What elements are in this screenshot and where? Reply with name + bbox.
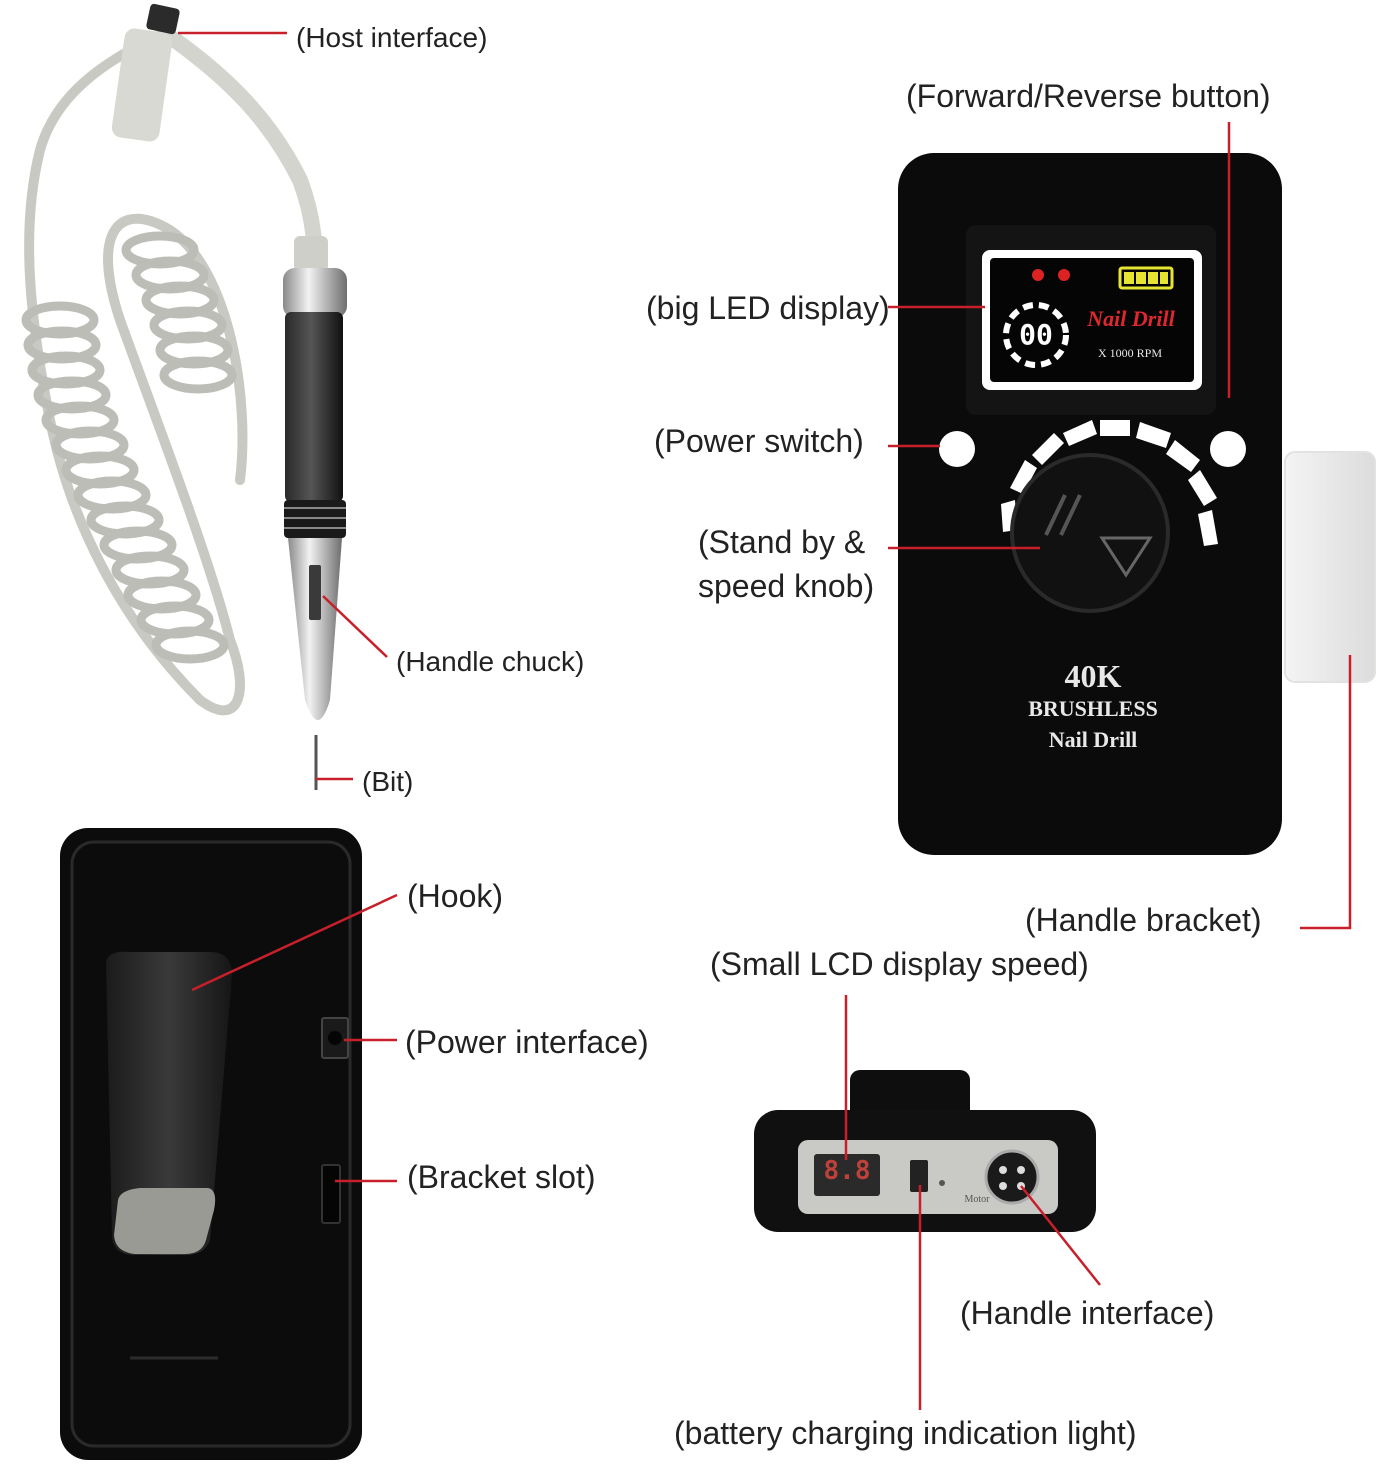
label-handle-chuck: (Handle chuck) [396,646,585,677]
label-power-interface: (Power interface) [405,1024,649,1060]
label-big-led-display: (big LED display) [646,290,890,326]
label-bracket-slot: (Bracket slot) [407,1159,596,1195]
label-host-interface: (Host interface) [296,22,488,53]
lcd-rpm-text: X 1000 RPM [1097,346,1162,360]
front-device [898,153,1376,855]
bracket-slot [321,1164,341,1224]
label-handle-interface: (Handle interface) [960,1295,1215,1331]
model-line-40k: 40K [1064,658,1122,694]
label-standby-knob-line2: speed knob) [698,568,875,604]
label-bit: (Bit) [362,766,414,797]
forward-reverse-button [1210,431,1246,467]
lcd-brand-text: Nail Drill [1087,306,1175,331]
label-standby-knob-line1: (Stand by & [698,524,866,560]
speed-knob [1010,453,1170,613]
label-handle-bracket: (Handle bracket) [1025,902,1262,938]
model-line-nail-drill: Nail Drill [1048,727,1138,752]
handpiece [283,236,347,790]
handle-bracket [1284,451,1376,683]
power-button [939,431,975,467]
hook-clip-metal [114,1188,216,1254]
label-forward-reverse-button: (Forward/Reverse button) [906,78,1271,114]
lcd-speed-digits: 00 [1019,318,1053,351]
leader-lines [178,31,1352,1410]
host-plug-connector [111,3,180,142]
back-device [60,828,362,1460]
small-lcd-digits: 8.8 [823,1156,871,1186]
motor-port-label: Motor [964,1194,990,1205]
bottom-device [754,1070,1096,1232]
hook-clip [106,951,232,1255]
label-hook: (Hook) [407,878,504,914]
label-power-switch: (Power switch) [654,423,864,459]
model-line-brushless: BRUSHLESS [1028,696,1158,721]
label-battery-charging-light: (battery charging indication light) [674,1415,1137,1451]
coil-loops [21,231,237,664]
label-small-lcd-display: (Small LCD display speed) [710,946,1089,982]
speed-segments [1001,420,1218,546]
